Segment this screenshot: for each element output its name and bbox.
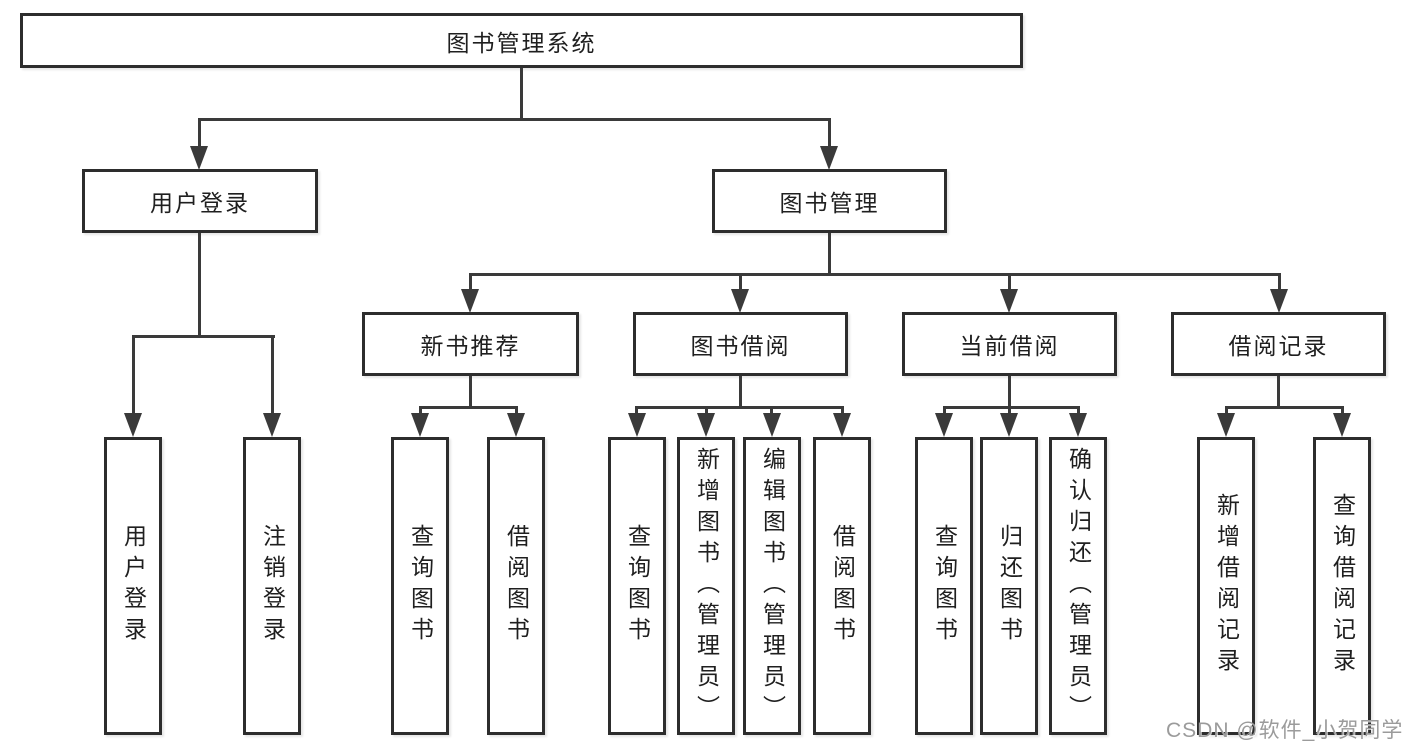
leaf-records-query-record-label: 查询借阅记录	[1329, 493, 1356, 679]
node-user-login-label: 用户登录	[150, 190, 250, 216]
csdn-watermark: CSDN @软件_小贺同学	[1166, 719, 1404, 742]
node-new-book-recommend: 新书推荐	[362, 312, 579, 376]
leaf-records-query-record: 查询借阅记录	[1313, 437, 1371, 735]
connector-line	[1225, 406, 1344, 409]
leaf-borrowing-query-books: 查询图书	[608, 437, 666, 735]
leaf-current-return-books: 归还图书	[980, 437, 1038, 735]
leaf-current-query-books-label: 查询图书	[931, 524, 958, 648]
node-book-management: 图书管理	[712, 169, 947, 233]
node-current-borrowing-label: 当前借阅	[959, 333, 1060, 359]
connector-line	[739, 376, 742, 406]
connector-line	[1277, 376, 1280, 406]
leaf-borrowing-borrow-books-label: 借阅图书	[829, 524, 856, 648]
leaf-recommend-borrow-books: 借阅图书	[487, 437, 545, 735]
connector-arrowhead	[833, 413, 851, 437]
connector-arrowhead	[935, 413, 953, 437]
leaf-records-add-record: 新增借阅记录	[1197, 437, 1255, 735]
connector-line	[1278, 273, 1281, 291]
connector-arrowhead	[697, 413, 715, 437]
connector-line	[198, 118, 831, 121]
connector-arrowhead	[1069, 413, 1087, 437]
connector-arrowhead	[1000, 413, 1018, 437]
connector-arrowhead	[628, 413, 646, 437]
connector-line	[770, 406, 773, 416]
connector-line	[1008, 273, 1011, 291]
leaf-user-login-label: 用户登录	[120, 524, 147, 648]
connector-line	[828, 118, 831, 148]
leaf-recommend-query-books: 查询图书	[391, 437, 449, 735]
connector-arrowhead	[124, 413, 142, 437]
connector-arrowhead	[731, 289, 749, 313]
connector-line	[1077, 406, 1080, 416]
connector-line	[520, 68, 523, 118]
leaf-current-confirm-return-admin: 确认归还（管理员）	[1049, 437, 1107, 735]
leaf-borrowing-add-books-admin: 新增图书（管理员）	[677, 437, 735, 735]
connector-line	[705, 406, 708, 416]
connector-line	[515, 406, 518, 416]
connector-arrowhead	[1333, 413, 1351, 437]
connector-line	[198, 118, 201, 148]
node-new-book-recommend-label: 新书推荐	[420, 333, 521, 359]
leaf-logout-label: 注销登录	[259, 524, 286, 648]
connector-line	[739, 273, 742, 291]
connector-arrowhead	[190, 146, 208, 170]
leaf-current-return-books-label: 归还图书	[996, 524, 1023, 648]
connector-line	[198, 233, 201, 335]
node-borrow-records: 借阅记录	[1171, 312, 1386, 376]
connector-line	[841, 406, 844, 416]
node-root-label: 图书管理系统	[446, 29, 597, 56]
node-book-management-label: 图书管理	[779, 190, 880, 216]
node-current-borrowing: 当前借阅	[902, 312, 1117, 376]
leaf-borrowing-edit-books-admin-label: 编辑图书（管理员）	[759, 446, 786, 726]
connector-arrowhead	[461, 289, 479, 313]
connector-arrowhead	[763, 413, 781, 437]
connector-arrowhead	[820, 146, 838, 170]
node-book-borrowing: 图书借阅	[633, 312, 848, 376]
leaf-recommend-borrow-books-label: 借阅图书	[503, 524, 530, 648]
connector-arrowhead	[411, 413, 429, 437]
leaf-borrowing-edit-books-admin: 编辑图书（管理员）	[743, 437, 801, 735]
connector-arrowhead	[1270, 289, 1288, 313]
connector-line	[271, 335, 274, 415]
connector-line	[1341, 406, 1344, 416]
connector-line	[635, 406, 844, 409]
connector-line	[1008, 406, 1011, 416]
connector-line	[1225, 406, 1228, 416]
connector-line	[469, 376, 472, 406]
node-user-login: 用户登录	[82, 169, 318, 233]
connector-line	[469, 273, 1281, 276]
connector-arrowhead	[1217, 413, 1235, 437]
connector-arrowhead	[507, 413, 525, 437]
leaf-user-login: 用户登录	[104, 437, 162, 735]
node-book-borrowing-label: 图书借阅	[690, 333, 791, 359]
leaf-recommend-query-books-label: 查询图书	[407, 524, 434, 648]
leaf-current-query-books: 查询图书	[915, 437, 973, 735]
connector-line	[943, 406, 946, 416]
connector-line	[419, 406, 422, 416]
leaf-borrowing-add-books-admin-label: 新增图书（管理员）	[693, 446, 720, 726]
connector-line	[1008, 376, 1011, 406]
connector-line	[132, 335, 135, 415]
leaf-borrowing-borrow-books: 借阅图书	[813, 437, 871, 735]
connector-line	[469, 273, 472, 291]
node-borrow-records-label: 借阅记录	[1228, 333, 1329, 359]
connector-line	[635, 406, 638, 416]
connector-arrowhead	[263, 413, 281, 437]
connector-line	[943, 406, 1080, 409]
connector-line	[828, 233, 831, 273]
leaf-borrowing-query-books-label: 查询图书	[624, 524, 651, 648]
node-root: 图书管理系统	[20, 13, 1023, 68]
connector-arrowhead	[1000, 289, 1018, 313]
leaf-records-add-record-label: 新增借阅记录	[1213, 493, 1240, 679]
leaf-current-confirm-return-admin-label: 确认归还（管理员）	[1065, 446, 1092, 726]
connector-line	[132, 335, 275, 338]
connector-line	[419, 406, 518, 409]
leaf-logout: 注销登录	[243, 437, 301, 735]
